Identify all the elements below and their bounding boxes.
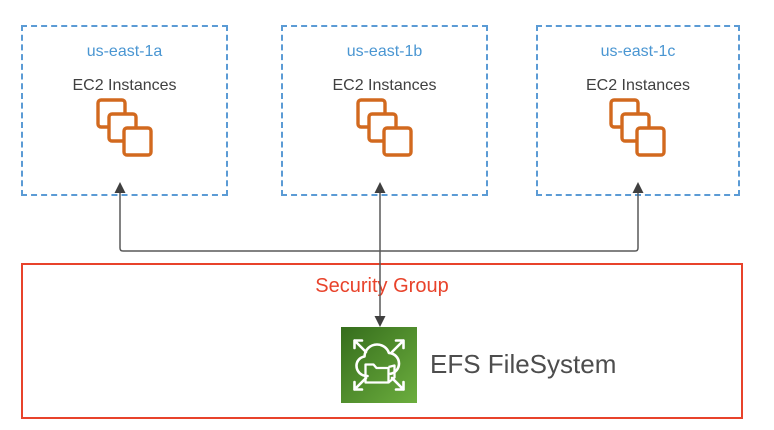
ec2-instances-label: EC2 Instances: [585, 77, 691, 94]
az-title: us-east-1c: [600, 43, 676, 60]
security-group-label: Security Group: [315, 275, 449, 297]
connector-elbow-left-right: [119, 191, 639, 252]
ec2-instances-icon: [355, 98, 414, 163]
availability-zone-box-us-east-1c: us-east-1c EC2 Instances: [536, 25, 740, 196]
efs-filesystem-label: EFS FileSystem: [430, 349, 617, 379]
efs-filesystem-icon: [341, 327, 417, 408]
security-group-box: Security Group: [21, 263, 743, 419]
az-title: us-east-1b: [346, 43, 423, 60]
ec2-instances-label: EC2 Instances: [72, 77, 177, 94]
ec2-instances-icon: [95, 98, 154, 163]
az-title: us-east-1a: [86, 43, 163, 60]
availability-zone-box-us-east-1b: us-east-1b EC2 Instances: [281, 25, 488, 196]
ec2-instances-label: EC2 Instances: [332, 77, 437, 94]
ec2-instances-icon: [609, 98, 667, 163]
availability-zone-box-us-east-1a: us-east-1a EC2 Instances: [21, 25, 228, 196]
